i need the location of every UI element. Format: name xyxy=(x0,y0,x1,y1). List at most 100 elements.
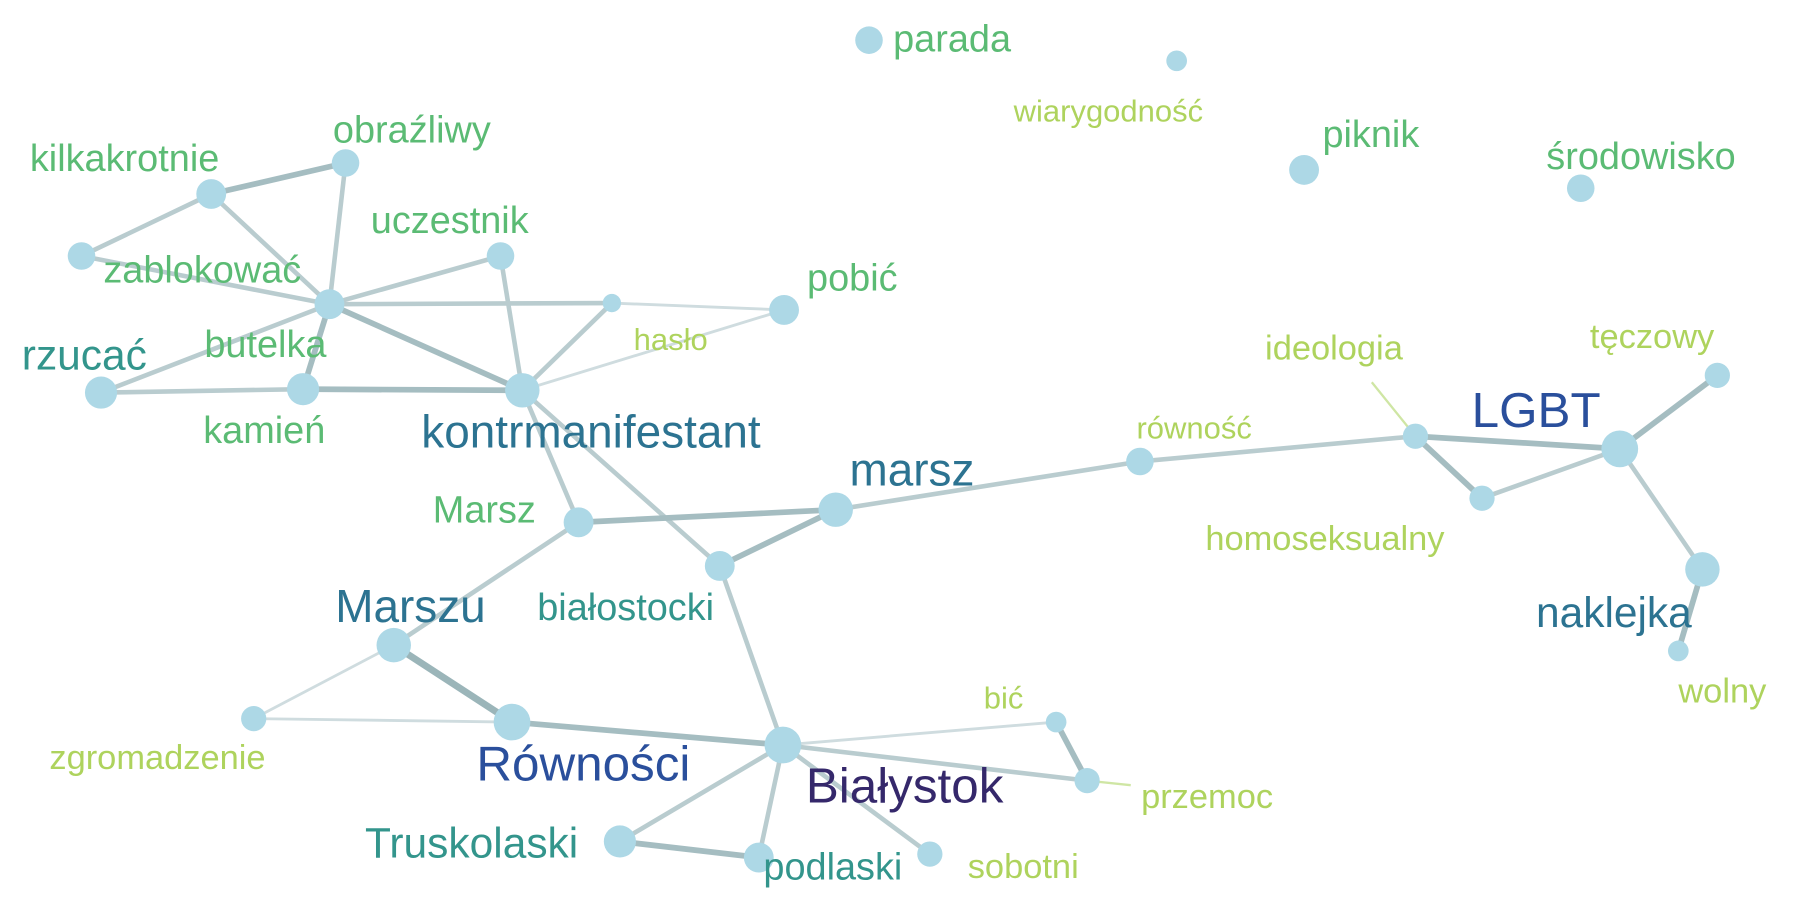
edge-uczestnik-hub xyxy=(327,253,503,307)
label-sobotni: sobotni xyxy=(968,848,1079,886)
label-kontrmanifestant: kontrmanifestant xyxy=(421,406,761,458)
node-pobic[interactable] xyxy=(769,295,799,325)
label-Bialystok: Białystok xyxy=(806,758,1004,813)
edge-ideologia-LGBT xyxy=(1412,433,1623,452)
node-ideologia[interactable] xyxy=(1402,423,1429,449)
edge-bialostocki-marsz xyxy=(716,506,839,569)
label-zgromadzenie: zgromadzenie xyxy=(49,739,265,777)
label-bialostocki: białostocki xyxy=(537,587,714,629)
node-kontrmanifestant[interactable] xyxy=(505,373,540,408)
edge-Bialystok-bic xyxy=(781,720,1058,747)
edge-LGBT-naklejka xyxy=(1617,446,1705,572)
edges-layer xyxy=(79,160,1721,861)
edge-haslo-pobic xyxy=(610,301,786,312)
label-ideologia: ideologia xyxy=(1265,329,1404,367)
node-bic[interactable] xyxy=(1045,711,1067,733)
node-Truskolaski[interactable] xyxy=(603,825,636,858)
edge-bialostocki-Bialystok xyxy=(717,563,786,748)
edge-Marszu-zgromadzenie xyxy=(252,643,396,721)
node-wolny[interactable] xyxy=(1667,640,1689,662)
edge-obrazliwy-hub xyxy=(327,160,348,307)
node-hub[interactable] xyxy=(314,289,345,320)
labels-layer: paradawiarygodnośćpiknikśrodowiskoobraźl… xyxy=(22,19,1767,889)
node-naklejka[interactable] xyxy=(1685,552,1720,587)
node-Bialystok[interactable] xyxy=(764,726,802,764)
label-bic: bić xyxy=(984,680,1024,715)
edge-Marsz-Marszu xyxy=(391,520,581,648)
label-zablokowac: zablokować xyxy=(103,249,301,291)
label-Rownosci: Równości xyxy=(476,737,690,792)
node-uczestnik[interactable] xyxy=(486,242,515,270)
node-marsz[interactable] xyxy=(818,492,853,527)
edge-kilkakrotnie-hub xyxy=(208,191,332,307)
node-kilkakrotnie[interactable] xyxy=(196,179,227,209)
node-teczowy[interactable] xyxy=(1704,362,1730,389)
edge-hub-rzucac xyxy=(98,301,332,395)
node-obrazliwy[interactable] xyxy=(331,149,360,177)
edge-kilkakrotnie-zablokowac_node xyxy=(79,191,214,259)
node-bialostocki[interactable] xyxy=(704,551,735,581)
node-srodowisko[interactable] xyxy=(1566,174,1595,203)
node-Marszu[interactable] xyxy=(376,627,411,663)
label-piknik: piknik xyxy=(1322,114,1419,156)
node-Rownosci[interactable] xyxy=(493,703,531,741)
label-teczowy: tęczowy xyxy=(1590,318,1715,356)
label-parada: parada xyxy=(893,19,1012,61)
node-kamien[interactable] xyxy=(286,373,320,406)
edge-Marszu-Rownosci xyxy=(390,641,516,726)
node-piknik[interactable] xyxy=(1289,154,1320,185)
edge-kontrmanifestant-pobic xyxy=(520,308,786,392)
edge-rzucac-kamien xyxy=(98,386,306,395)
node-parada[interactable] xyxy=(855,26,883,54)
edge-Bialystok-podlaski xyxy=(756,742,786,860)
node-zgromadzenie[interactable] xyxy=(241,705,267,732)
node-LGBT[interactable] xyxy=(1601,430,1639,468)
edge-kontrmanifestant-Marsz xyxy=(520,388,581,525)
label-butelka: butelka xyxy=(204,324,327,366)
label-kilkakrotnie: kilkakrotnie xyxy=(30,138,219,180)
edge-Truskolaski-podlaski xyxy=(617,838,762,861)
label-podlaski: podlaski xyxy=(763,846,902,888)
edge-Bialystok-sobotni xyxy=(780,742,933,857)
edge-uczestnik-kontrmanifestant xyxy=(498,253,525,393)
node-przemoc[interactable] xyxy=(1074,767,1100,794)
edge-rownosc-ideologia xyxy=(1137,433,1418,464)
edge-Marsz-marsz xyxy=(575,506,839,526)
label-naklejka: naklejka xyxy=(1536,589,1692,636)
edge-kamien-kontrmanifestant xyxy=(300,386,526,394)
nodes-layer xyxy=(67,26,1730,873)
node-wiarygodnosc[interactable] xyxy=(1166,50,1187,72)
edge-zgromadzenie-Rownosci xyxy=(252,717,514,724)
edge-homoseksualny-LGBT xyxy=(1479,446,1623,501)
node-rzucac[interactable] xyxy=(84,376,118,409)
node-sobotni[interactable] xyxy=(917,841,943,867)
node-rownosc[interactable] xyxy=(1126,447,1154,476)
edge-hub-haslo xyxy=(327,300,615,307)
edge-ideologia-homoseksualny xyxy=(1412,433,1485,502)
label-rownosc: równość xyxy=(1136,411,1251,446)
edge-Rownosci-Bialystok xyxy=(509,719,786,748)
label-Marsz: Marsz xyxy=(433,489,536,531)
node-Marsz[interactable] xyxy=(563,507,594,538)
node-homoseksualny[interactable] xyxy=(1469,485,1495,511)
edge-haslo-kontrmanifestant xyxy=(520,300,615,393)
label-Truskolaski: Truskolaski xyxy=(365,820,578,867)
node-haslo[interactable] xyxy=(602,293,622,313)
edge-LGBT-teczowy xyxy=(1616,372,1721,452)
label-przemoc: przemoc xyxy=(1141,778,1273,816)
label-LGBT: LGBT xyxy=(1472,383,1601,438)
edge-marsz-rownosc xyxy=(833,459,1143,512)
edge-Bialystok-przemoc xyxy=(780,742,1090,783)
label-Marszu: Marszu xyxy=(335,580,486,632)
edge-zablokowac_node-hub xyxy=(79,253,332,307)
node-podlaski[interactable] xyxy=(743,842,774,873)
label-uczestnik: uczestnik xyxy=(371,200,529,242)
label-haslo: hasło xyxy=(634,322,708,357)
label-wolny: wolny xyxy=(1677,673,1767,711)
label-pobic: pobić xyxy=(807,257,898,299)
node-zablokowac_node[interactable] xyxy=(67,242,96,270)
edge-kontrmanifestant-bialostocki xyxy=(520,388,723,569)
label-marsz: marsz xyxy=(849,444,974,496)
edge-Bialystok-Truskolaski xyxy=(617,742,786,844)
